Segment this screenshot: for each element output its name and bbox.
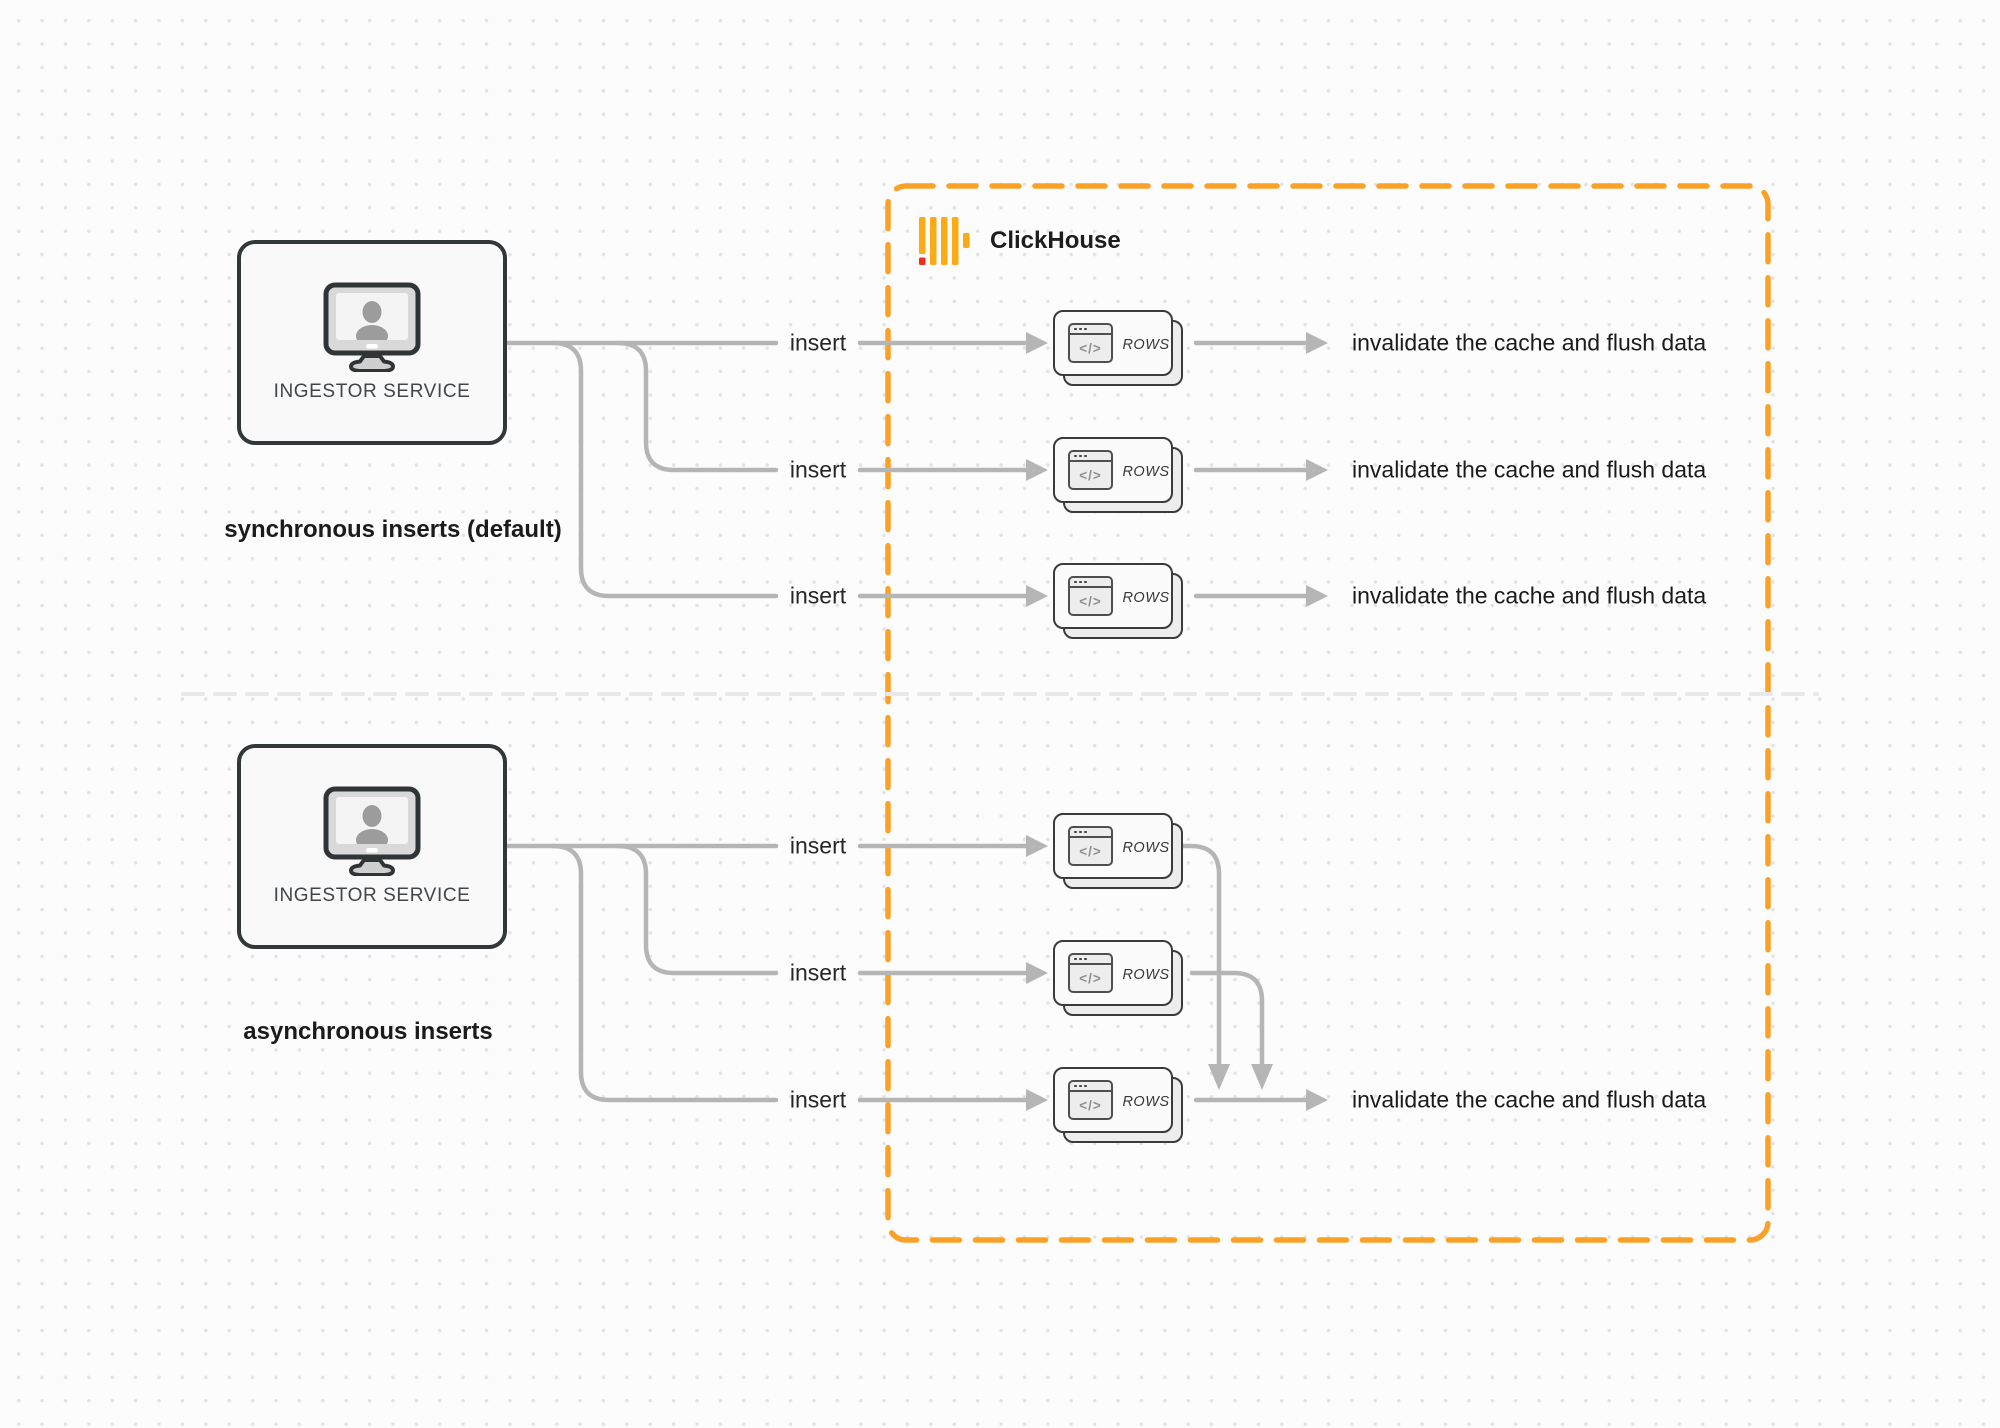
- rows-card-front: </> ROWS: [1053, 310, 1173, 376]
- insert-label: insert: [789, 832, 847, 859]
- arrowhead-down: [1208, 1064, 1230, 1090]
- result-label: invalidate the cache and flush data: [1352, 1086, 1707, 1113]
- insert-label: insert: [789, 959, 847, 986]
- rows-stack-icon: </> ROWS: [1053, 563, 1185, 641]
- arrowhead: [1306, 332, 1328, 354]
- insert-label: insert: [789, 456, 847, 483]
- window-titlebar: [1070, 1082, 1111, 1092]
- sync-branch-wire-3: [550, 340, 779, 599]
- code-glyph: </>: [1079, 970, 1102, 986]
- clickhouse-label: ClickHouse: [990, 227, 1121, 254]
- rows-stack-icon: </> ROWS: [1053, 310, 1185, 388]
- arrowhead: [1026, 332, 1048, 354]
- sync-branch-wire-2: [615, 340, 779, 473]
- ingestor-service-box-async: INGESTOR SERVICE: [237, 744, 507, 949]
- ingestor-service-label: INGESTOR SERVICE: [273, 885, 471, 906]
- code-window-icon: </>: [1068, 450, 1113, 490]
- section-caption-sync: synchronous inserts (default): [224, 516, 562, 543]
- rows-label: ROWS: [1122, 967, 1170, 983]
- rows-stack-icon: </> ROWS: [1053, 437, 1185, 515]
- arrowhead: [1026, 962, 1048, 984]
- code-glyph: </>: [1079, 467, 1102, 483]
- monitor-user-icon: [323, 786, 421, 876]
- code-glyph: </>: [1079, 843, 1102, 859]
- window-titlebar: [1070, 955, 1111, 965]
- rows-label: ROWS: [1122, 590, 1170, 606]
- rows-label: ROWS: [1122, 840, 1170, 856]
- code-glyph: </>: [1079, 593, 1102, 609]
- rows-card-front: </> ROWS: [1053, 437, 1173, 503]
- rows-stack-icon: </> ROWS: [1053, 1067, 1185, 1145]
- monitor-user-icon: [323, 282, 421, 372]
- rows-label: ROWS: [1122, 464, 1170, 480]
- clickhouse-logo: [919, 217, 970, 265]
- rows-stack-icon: </> ROWS: [1053, 813, 1185, 891]
- result-label: invalidate the cache and flush data: [1352, 329, 1707, 356]
- async-merge-wire-2: [1189, 970, 1265, 1067]
- code-window-icon: </>: [1068, 576, 1113, 616]
- code-window-icon: </>: [1068, 826, 1113, 866]
- window-titlebar: [1070, 452, 1111, 462]
- arrowhead: [1026, 835, 1048, 857]
- ingestor-service-label: INGESTOR SERVICE: [273, 381, 471, 402]
- async-branch-wire-2: [615, 843, 779, 976]
- result-label: invalidate the cache and flush data: [1352, 456, 1707, 483]
- arrowhead-down: [1251, 1064, 1273, 1090]
- arrowhead: [1026, 585, 1048, 607]
- rows-label: ROWS: [1122, 337, 1170, 353]
- insert-label: insert: [789, 582, 847, 609]
- arrowhead: [1306, 1089, 1328, 1111]
- code-window-icon: </>: [1068, 1080, 1113, 1120]
- rows-card-front: </> ROWS: [1053, 940, 1173, 1006]
- insert-label: insert: [789, 1086, 847, 1113]
- rows-card-front: </> ROWS: [1053, 1067, 1173, 1133]
- code-glyph: </>: [1079, 340, 1102, 356]
- section-caption-async: asynchronous inserts: [243, 1018, 493, 1045]
- result-label: invalidate the cache and flush data: [1352, 582, 1707, 609]
- code-window-icon: </>: [1068, 323, 1113, 363]
- code-glyph: </>: [1079, 1097, 1102, 1113]
- ingestor-service-box-sync: INGESTOR SERVICE: [237, 240, 507, 445]
- rows-card-front: </> ROWS: [1053, 813, 1173, 879]
- arrowhead: [1026, 459, 1048, 481]
- window-titlebar: [1070, 828, 1111, 838]
- insert-label: insert: [789, 329, 847, 356]
- arrowhead: [1306, 585, 1328, 607]
- async-branch-wire-3: [550, 843, 779, 1103]
- rows-label: ROWS: [1122, 1094, 1170, 1110]
- rows-card-front: </> ROWS: [1053, 563, 1173, 629]
- code-window-icon: </>: [1068, 953, 1113, 993]
- rows-stack-icon: </> ROWS: [1053, 940, 1185, 1018]
- clickhouse-boundary: [885, 183, 1771, 1243]
- arrowhead: [1306, 459, 1328, 481]
- window-titlebar: [1070, 325, 1111, 335]
- window-titlebar: [1070, 578, 1111, 588]
- arrowhead: [1026, 1089, 1048, 1111]
- async-merge-wire-1: [1175, 843, 1222, 1067]
